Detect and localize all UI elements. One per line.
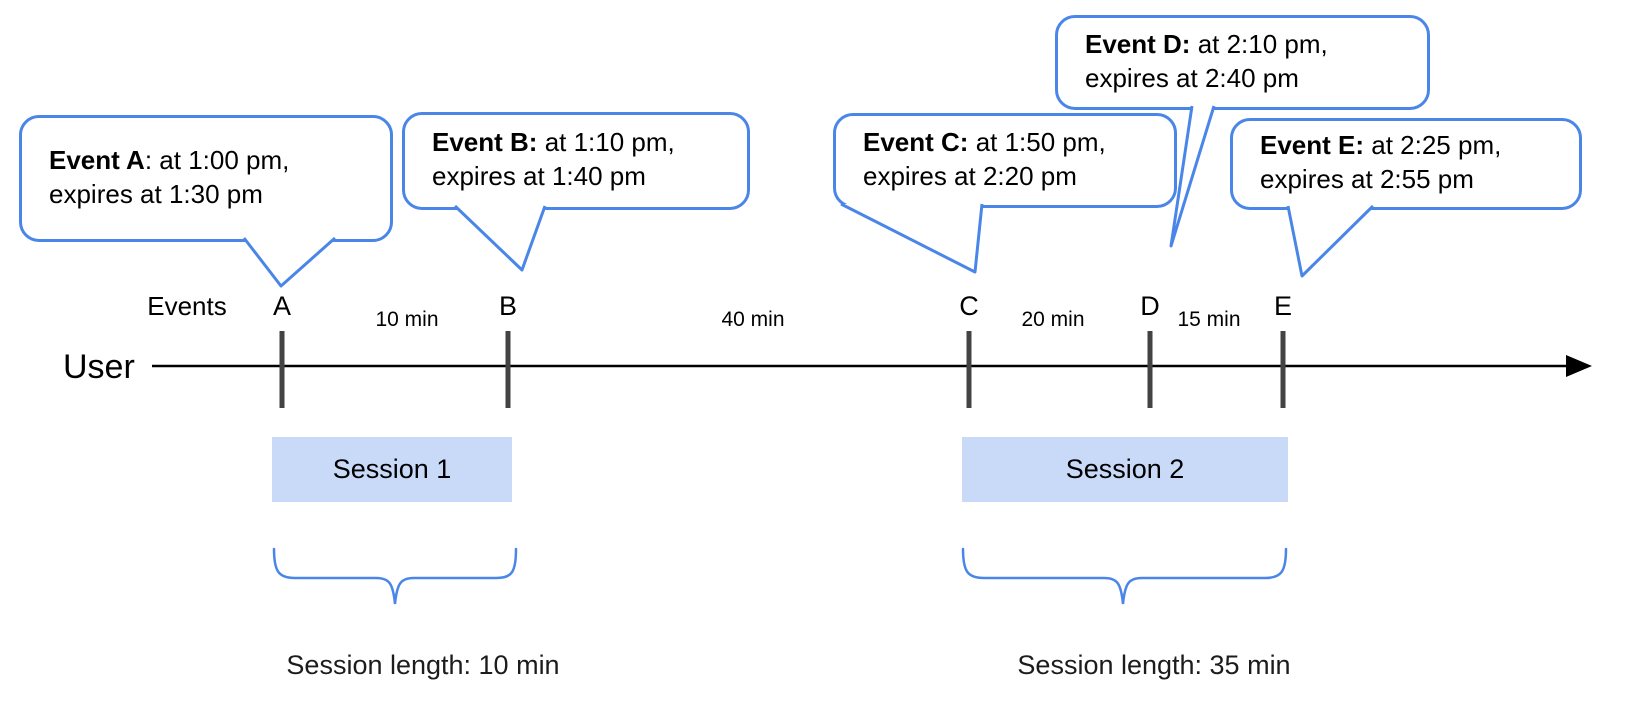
event-mark-label-b: B <box>498 291 518 321</box>
event-e-title: Event E: <box>1260 130 1365 160</box>
event-c-line1: Event C: at 1:50 pm, <box>863 125 1162 159</box>
session-1-label: Session 1 <box>332 454 452 484</box>
event-b-line1: Event B: at 1:10 pm, <box>432 125 735 159</box>
event-b-expiry: expires at 1:40 pm <box>432 161 646 191</box>
event-d-time: at 2:10 pm, <box>1190 28 1328 59</box>
event-e-expiry: expires at 2:55 pm <box>1260 164 1474 194</box>
session-2-length-label: Session length: 35 min <box>1017 650 1291 680</box>
event-mark-label-d: D <box>1140 291 1160 321</box>
event-c-title: Event C: <box>863 126 969 157</box>
event-a-tick <box>279 331 285 408</box>
gap-label-c-d: 20 min <box>1021 308 1085 331</box>
gap-label-b-c: 40 min <box>721 308 785 331</box>
event-b-bubble-tail <box>453 204 547 272</box>
event-c-time: at 1:50 pm, <box>968 126 1106 157</box>
event-d-title: Event D: <box>1085 28 1191 59</box>
gap-label-d-e: 15 min <box>1177 308 1241 331</box>
user-axis-label: User <box>63 348 135 386</box>
event-b-bubble: Event B: at 1:10 pm, expires at 1:40 pm <box>402 112 750 210</box>
session-1-brace <box>272 547 518 605</box>
event-c-bubble-tail <box>840 202 984 274</box>
event-mark-label-e: E <box>1273 291 1293 321</box>
event-e-line1: Event E: at 2:25 pm, <box>1260 128 1567 162</box>
session-2-box: Session 2 <box>962 437 1288 502</box>
event-d-tick <box>1147 331 1153 408</box>
event-a-bubble: Event A: at 1:00 pm, expires at 1:30 pm <box>19 115 393 242</box>
event-e-time: at 2:25 pm, <box>1364 130 1502 160</box>
event-d-line1: Event D: at 2:10 pm, <box>1085 27 1415 61</box>
event-e-tick <box>1280 331 1286 408</box>
event-b-title: Event B: <box>432 127 538 157</box>
event-a-bubble-tail <box>242 236 336 288</box>
timeline-arrowhead-icon <box>1566 355 1592 377</box>
event-d-bubble: Event D: at 2:10 pm, expires at 2:40 pm <box>1055 15 1430 110</box>
event-a-expiry: expires at 1:30 pm <box>49 178 263 209</box>
session-1-box: Session 1 <box>272 437 512 502</box>
session-2-label: Session 2 <box>1065 454 1185 484</box>
event-d-bubble-tail <box>1169 105 1216 248</box>
event-c-expiry: expires at 2:20 pm <box>863 160 1077 191</box>
event-b-time: at 1:10 pm, <box>537 127 675 157</box>
event-e-bubble-tail <box>1286 204 1375 278</box>
event-c-tick <box>966 331 972 408</box>
event-d-expiry: expires at 2:40 pm <box>1085 62 1299 93</box>
events-axis-label: Events <box>147 291 227 321</box>
session-1-length-label: Session length: 10 min <box>286 650 560 680</box>
gap-label-a-b: 10 min <box>375 308 439 331</box>
event-mark-label-a: A <box>272 291 292 321</box>
event-mark-label-c: C <box>959 291 979 321</box>
event-c-bubble: Event C: at 1:50 pm, expires at 2:20 pm <box>833 113 1177 208</box>
event-a-title: Event A <box>49 144 145 175</box>
event-a-time: : at 1:00 pm, <box>144 144 290 175</box>
event-a-line1: Event A: at 1:00 pm, <box>49 143 378 177</box>
event-b-tick <box>505 331 511 408</box>
session-2-brace <box>961 547 1288 605</box>
event-e-bubble: Event E: at 2:25 pm, expires at 2:55 pm <box>1230 118 1582 210</box>
